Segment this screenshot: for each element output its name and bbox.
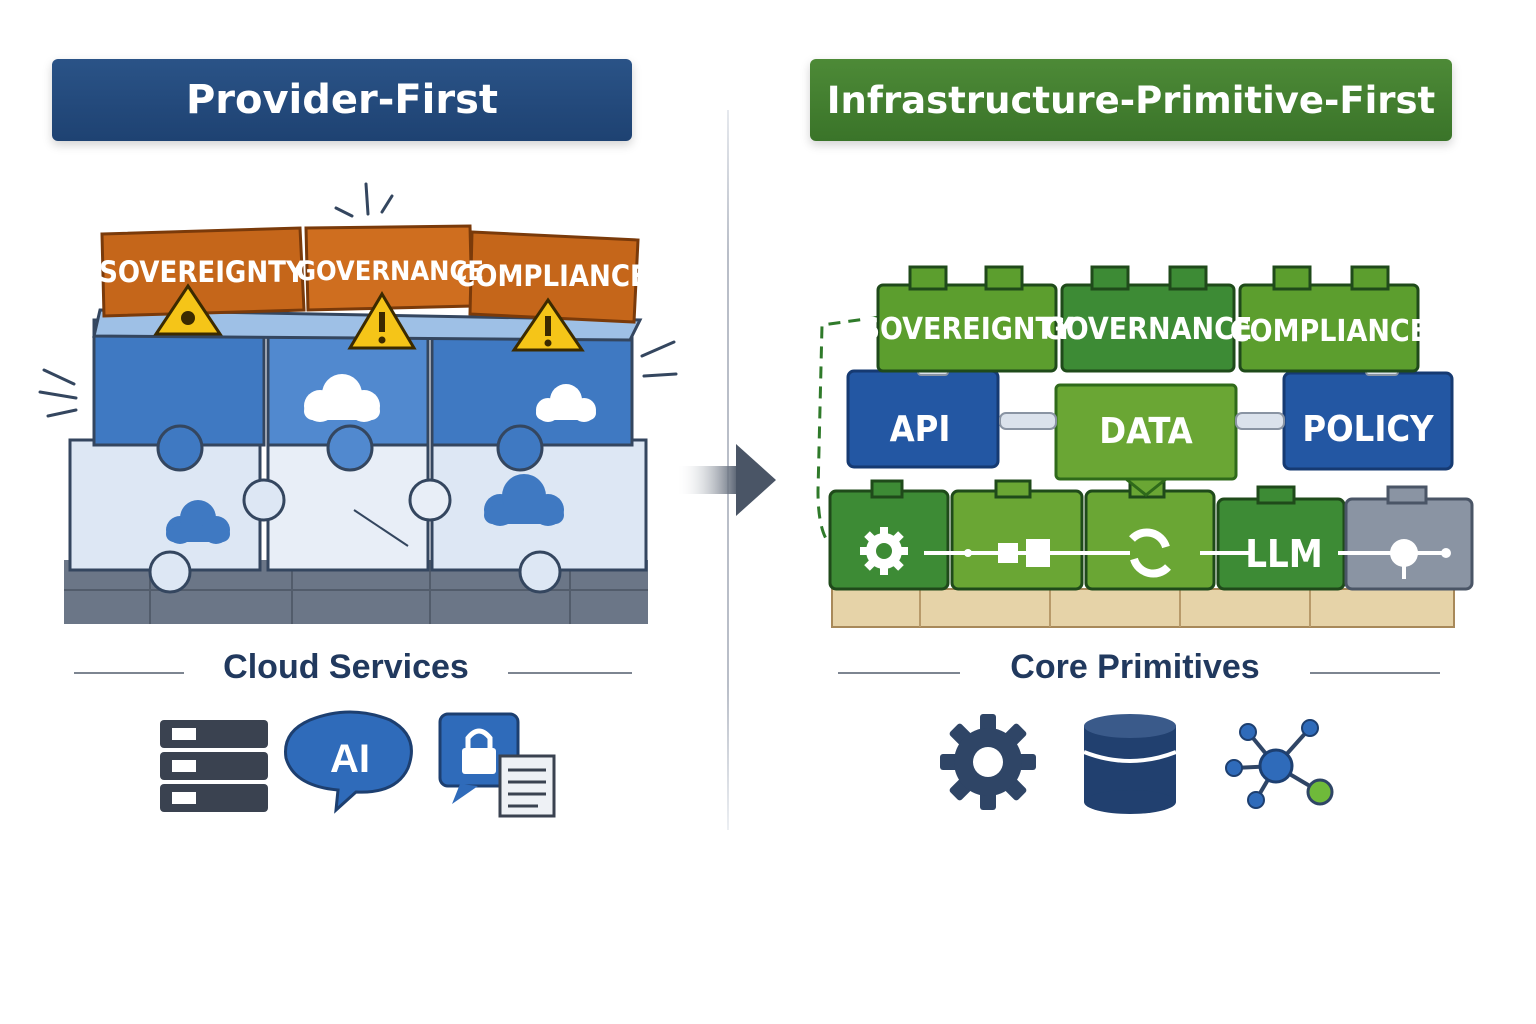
right-block-label-governance: GOVERNANCE xyxy=(1044,312,1253,347)
provider-first-banner: Provider-First xyxy=(52,59,632,141)
sovereignty-block xyxy=(100,226,306,318)
router-icon xyxy=(1338,539,1451,579)
section-rule-right xyxy=(1310,672,1440,674)
network-icon xyxy=(1225,719,1334,809)
cloud-icon xyxy=(536,384,596,422)
lock-document-icon xyxy=(438,712,556,818)
wooden-base xyxy=(831,588,1455,628)
cloud-icon xyxy=(304,374,380,422)
left-block-label-sovereignty: SOVEREIGNTY xyxy=(99,255,306,289)
ai-chat-bubble-icon: AI xyxy=(284,710,413,814)
database-icon xyxy=(1083,714,1177,814)
transition-arrow-icon xyxy=(676,444,776,516)
compliance-block xyxy=(468,230,640,324)
gear-icon xyxy=(940,714,1036,810)
pipeline-block xyxy=(950,489,1084,591)
compliance-block xyxy=(1238,283,1420,373)
cloud-icon xyxy=(166,500,230,544)
section-rule-left xyxy=(838,672,960,674)
primitive-first-panel: Infrastructure-Primitive-First Core Prim… xyxy=(732,0,1536,1024)
section-rule-right xyxy=(508,672,632,674)
api-label: API xyxy=(890,409,951,450)
cloud-services-title: Cloud Services xyxy=(223,648,469,686)
warning-icon xyxy=(153,283,223,336)
primitive-stack-illustration: LLM API DATA POLICY SOVEREIGNTY GOVERNAN… xyxy=(816,265,1474,628)
puzzle-piece xyxy=(92,318,266,447)
ai-label: AI xyxy=(330,737,370,781)
left-block-label-governance: GOVERNANCE xyxy=(296,256,484,287)
server-rack-icon xyxy=(160,720,268,812)
orange-warning-blocks xyxy=(100,224,640,324)
policy-label: POLICY xyxy=(1302,409,1434,450)
primitive-first-banner: Infrastructure-Primitive-First xyxy=(810,59,1452,141)
llm-label: LLM xyxy=(1245,532,1323,576)
middle-blocks xyxy=(846,369,1454,471)
pipeline-icon xyxy=(924,539,1130,567)
governance-block xyxy=(1060,283,1236,373)
right-block-label-compliance: COMPLIANCE xyxy=(1230,314,1428,349)
section-rule-left xyxy=(74,672,184,674)
cloud-icons-lower xyxy=(166,474,564,544)
cloud-icon xyxy=(484,474,564,526)
right-block-label-sovereignty: SOVEREIGNTY xyxy=(861,312,1074,347)
core-primitives-title: Core Primitives xyxy=(1010,648,1260,686)
puzzle-wall-illustration: SOVEREIGNTY GOVERNANCE COMPLIANCE xyxy=(38,182,678,624)
stress-marks xyxy=(38,182,678,418)
left-block-label-compliance: COMPLIANCE xyxy=(456,259,648,293)
sync-icon xyxy=(1129,528,1171,578)
cloud-icons xyxy=(304,374,596,422)
provider-first-panel: Provider-First xyxy=(0,0,728,1024)
sovereignty-block xyxy=(876,283,1058,373)
top-blocks xyxy=(876,265,1420,373)
data-label: DATA xyxy=(1099,411,1193,452)
